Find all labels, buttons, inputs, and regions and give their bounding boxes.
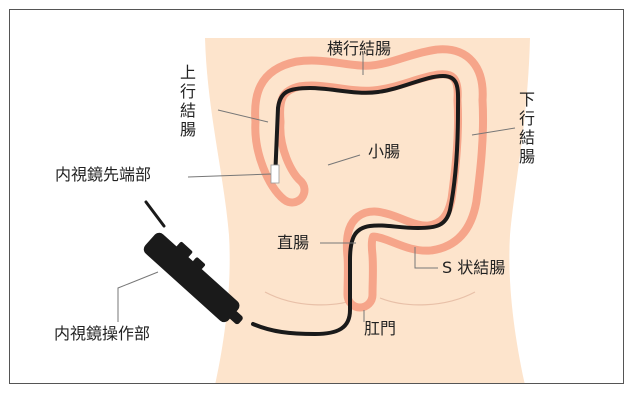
- label-anus: 肛門: [364, 321, 396, 337]
- label-descending-colon: 下行結腸: [518, 90, 536, 166]
- label-endoscope-control: 内視鏡操作部: [54, 326, 150, 342]
- label-endoscope-tip: 内視鏡先端部: [55, 167, 151, 183]
- leader-control: [118, 272, 158, 322]
- label-transverse-colon: 横行結腸: [327, 41, 391, 57]
- control-cable: [146, 202, 164, 226]
- label-rectum: 直腸: [277, 235, 309, 251]
- label-small-intestine: 小腸: [368, 144, 400, 160]
- label-ascending-colon: 上行結腸: [179, 63, 197, 139]
- diagram-frame: 横行結腸 上行結腸 下行結腸 小腸 内視鏡先端部 直腸 S 状結腸 肛門 内視鏡…: [9, 9, 624, 384]
- label-sigmoid-colon: S 状結腸: [442, 260, 505, 276]
- endoscope-tip: [271, 165, 279, 183]
